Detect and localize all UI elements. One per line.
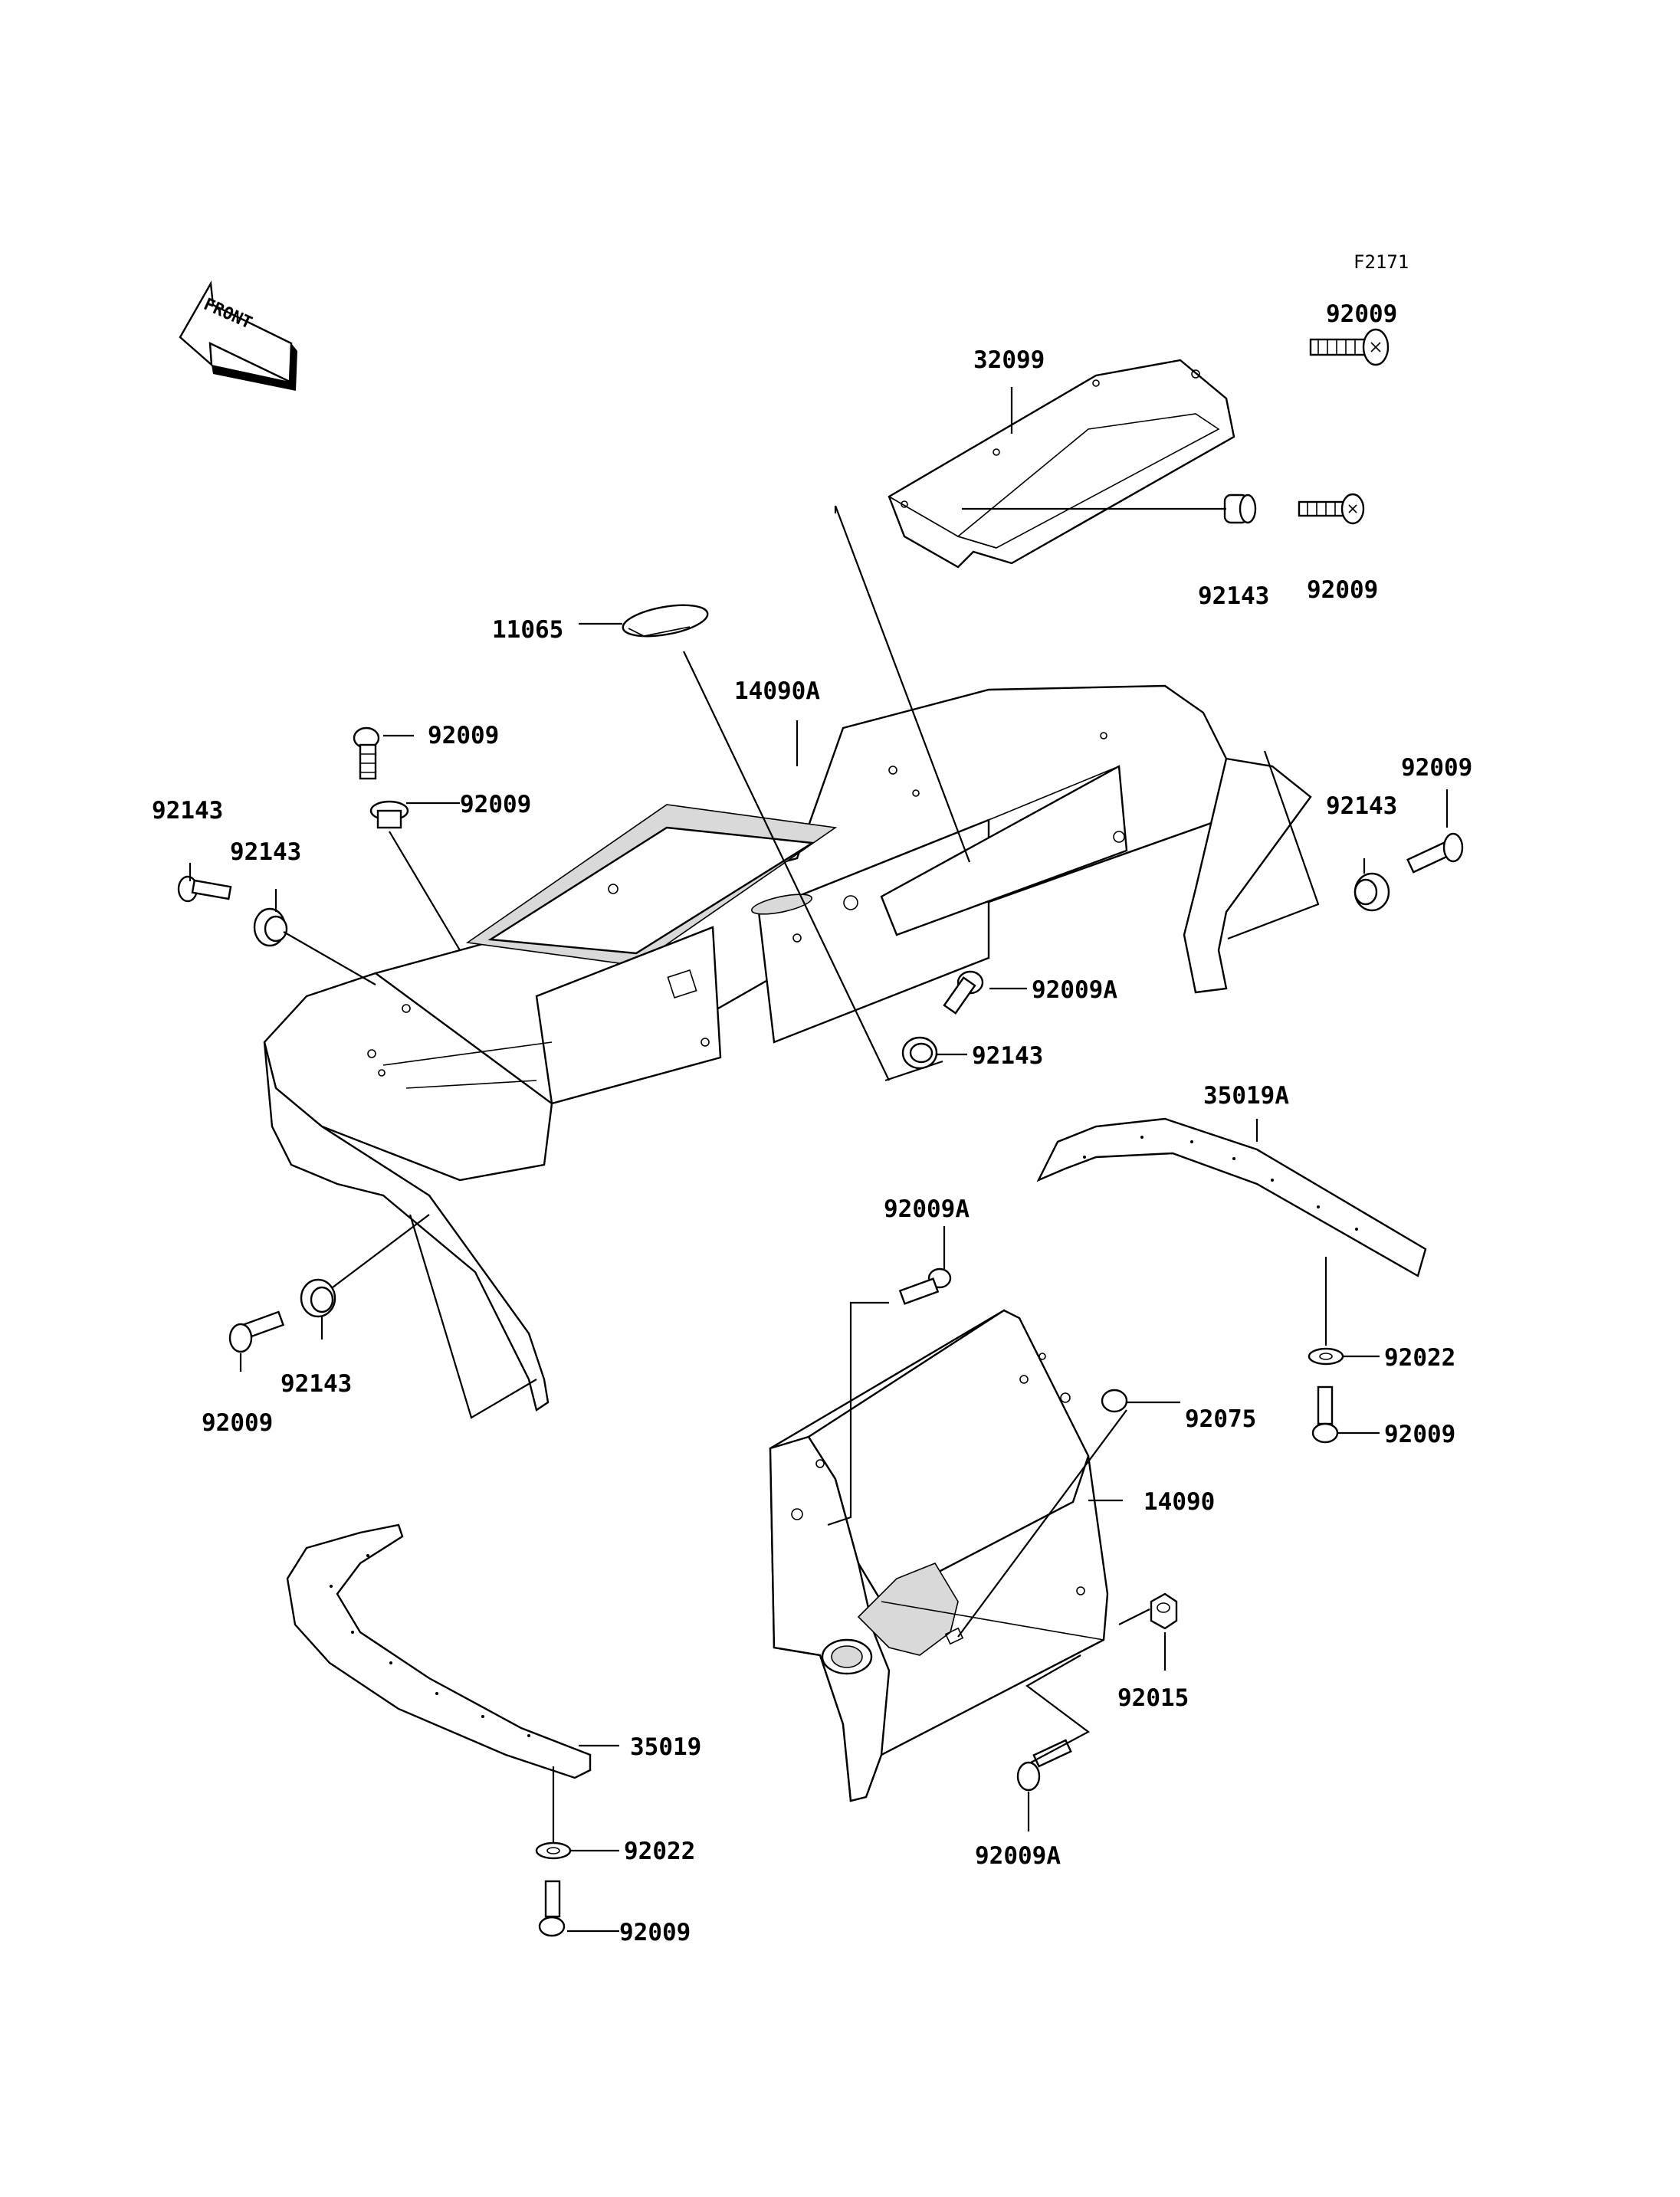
front-arrow-icon: FRONT bbox=[179, 280, 297, 391]
bracket-32099 bbox=[888, 359, 1235, 569]
nut-92015 bbox=[1150, 1592, 1178, 1630]
part-label: 92009 bbox=[202, 1409, 273, 1437]
part-label: 92143 bbox=[230, 838, 301, 866]
box-14090 bbox=[769, 1309, 1109, 1802]
part-label: 35019 bbox=[630, 1733, 701, 1761]
part-label: 92143 bbox=[281, 1370, 352, 1398]
part-label: 92009 bbox=[1384, 1421, 1455, 1448]
part-label: 92009A bbox=[1032, 976, 1117, 1004]
bolt-92009-low bbox=[228, 1310, 285, 1353]
part-label: 92143 bbox=[972, 1042, 1043, 1070]
part-label: 92143 bbox=[152, 797, 223, 825]
plug-92075 bbox=[1101, 1389, 1128, 1413]
part-label: 35019A bbox=[1203, 1082, 1289, 1110]
part-label: 92022 bbox=[624, 1838, 695, 1865]
bolt-92009-bottom bbox=[538, 1880, 566, 1937]
part-label: 11065 bbox=[492, 616, 563, 644]
grommet-92143-right bbox=[1354, 872, 1390, 912]
washer-92022-right bbox=[1308, 1347, 1344, 1366]
grommet-92143-left1 bbox=[369, 800, 409, 829]
part-label: 92009 bbox=[460, 791, 531, 818]
grommet-92143-top bbox=[1223, 494, 1257, 524]
bolt-92009-right bbox=[1406, 832, 1464, 874]
part-label: 92009 bbox=[1326, 300, 1397, 328]
part-label: 32099 bbox=[973, 346, 1045, 374]
part-label: 92143 bbox=[1198, 582, 1269, 610]
washer-92022-low bbox=[535, 1841, 572, 1860]
part-label: 14090A bbox=[734, 677, 820, 705]
leader-lines bbox=[189, 387, 1449, 1933]
bolt-92009A-low bbox=[1016, 1739, 1072, 1792]
frame-14090A bbox=[263, 684, 1312, 1412]
part-label: 92009 bbox=[1307, 576, 1378, 604]
part-label: 92009A bbox=[884, 1195, 970, 1223]
grommet-92143-low bbox=[300, 1278, 336, 1318]
part-label: 92075 bbox=[1185, 1405, 1256, 1433]
part-label: 92009 bbox=[619, 1919, 691, 1946]
bolt-92009-right2 bbox=[1311, 1385, 1339, 1444]
bolt-92009-left2 bbox=[177, 875, 232, 903]
figure-code: F2171 bbox=[1354, 251, 1409, 273]
grommet-92143-left2 bbox=[253, 907, 288, 947]
bolt-92009A-mid bbox=[943, 970, 984, 1015]
bolt-92009-top2 bbox=[1298, 493, 1365, 525]
bolt-92009-left1 bbox=[353, 726, 380, 780]
strip-35019A bbox=[1036, 1117, 1427, 1277]
bolt-92009-top bbox=[1309, 328, 1390, 366]
cap-11065 bbox=[622, 604, 709, 638]
part-label: 92015 bbox=[1117, 1684, 1189, 1712]
part-label: 92009 bbox=[428, 722, 499, 749]
part-label: 92009A bbox=[975, 1842, 1061, 1870]
bolt-92009A-upper bbox=[898, 1267, 952, 1305]
part-label: 92009 bbox=[1401, 754, 1472, 782]
strip-35019 bbox=[286, 1523, 592, 1779]
part-label: 14090 bbox=[1144, 1488, 1215, 1516]
part-label: 92143 bbox=[1326, 792, 1397, 820]
grommet-92143-mid bbox=[901, 1036, 938, 1070]
part-label: 92022 bbox=[1384, 1344, 1455, 1372]
